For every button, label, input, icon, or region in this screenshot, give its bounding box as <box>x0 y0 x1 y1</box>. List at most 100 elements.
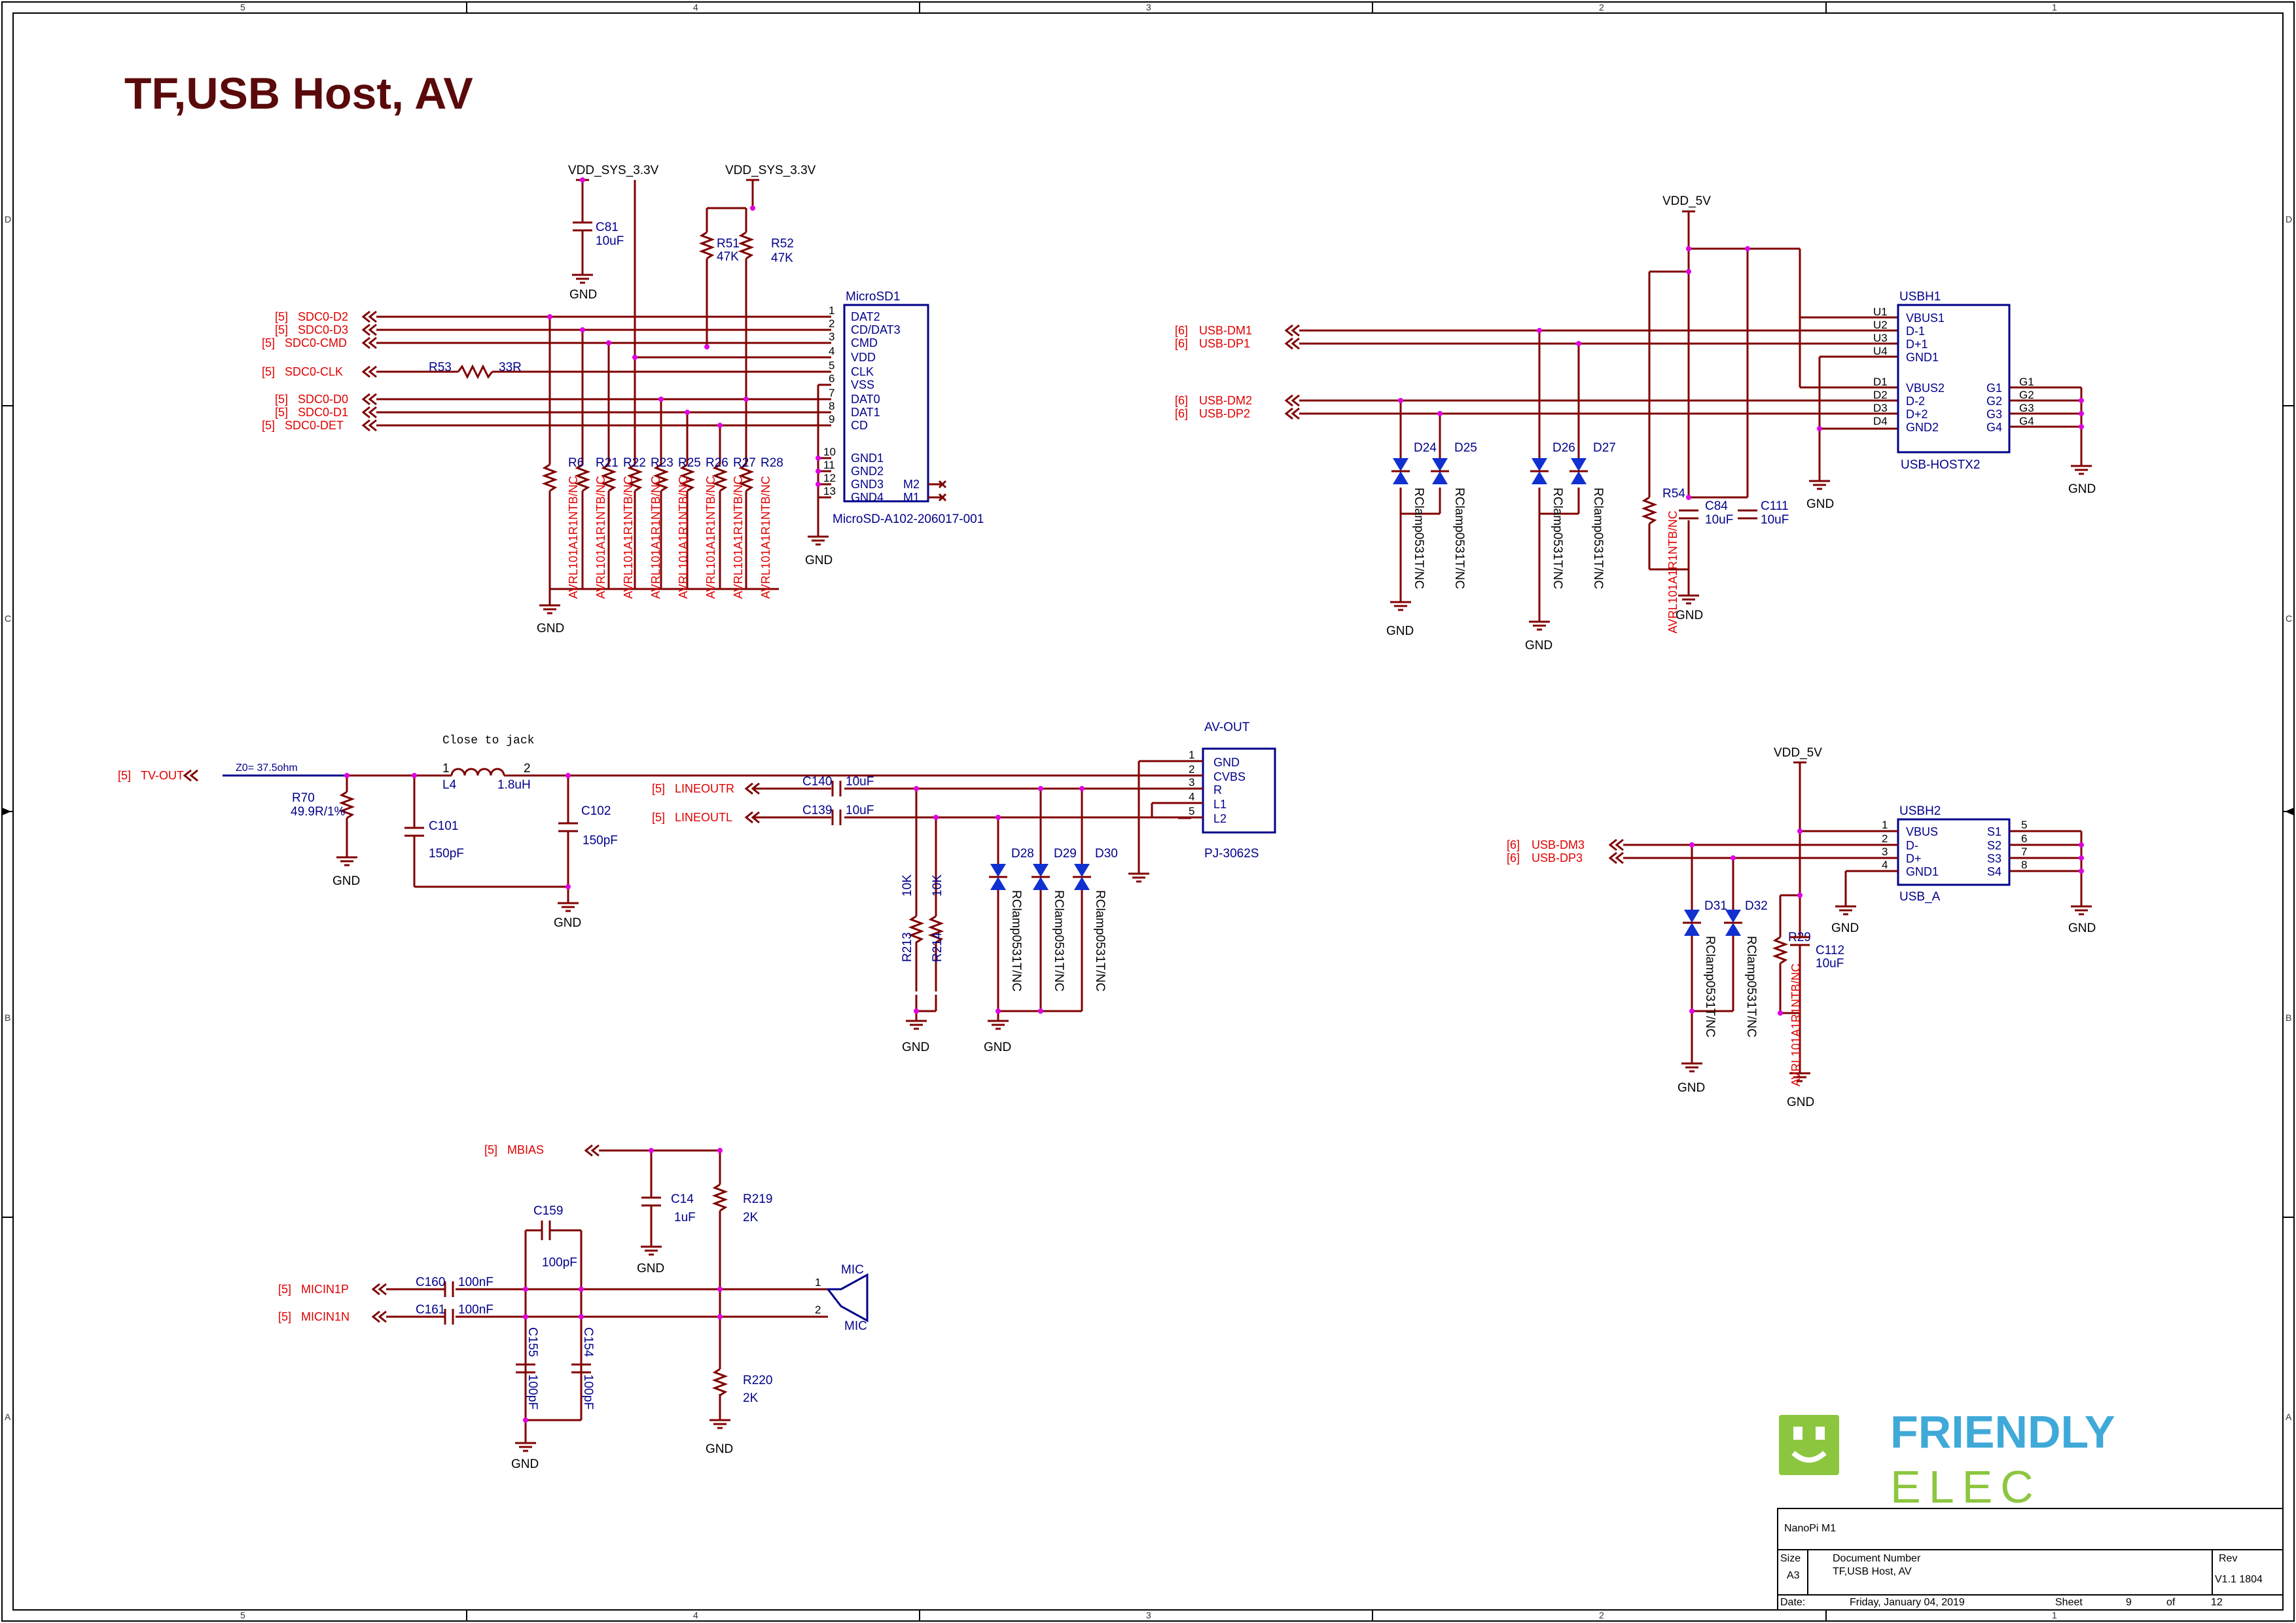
junction-dot <box>547 314 552 319</box>
microsd-section: VDD_SYS_3.3V VDD_SYS_3.3V C81 10uF GND R… <box>262 164 984 635</box>
col-label: 4 <box>693 2 698 12</box>
pin-number: 3 <box>829 330 834 343</box>
net-label: SDC0-D0 <box>298 393 348 406</box>
junction-dot <box>2079 855 2084 861</box>
of-label: of <box>2166 1597 2176 1608</box>
pin-name: VBUS2 <box>1906 382 1945 395</box>
pin-number: 1 <box>815 1276 821 1289</box>
gnd-label: GND <box>902 1041 929 1054</box>
microphone-icon <box>825 1273 869 1323</box>
pin-number: 1 <box>442 762 450 776</box>
pin-number: 2 <box>524 762 531 776</box>
value-label: 10uF <box>846 804 874 817</box>
value-label: 100pF <box>526 1374 539 1410</box>
net-label: MICIN1N <box>301 1310 350 1323</box>
part-label: RClamp0531T/NC <box>1009 890 1023 991</box>
part-label: AVRL101A1R1NTB/NC <box>622 476 635 599</box>
junction-dot <box>2079 868 2084 874</box>
pin-number: 13 <box>823 485 836 497</box>
pin-number: 5 <box>1189 805 1194 817</box>
pin-name: S2 <box>1987 839 2001 852</box>
junction-dot <box>704 344 709 349</box>
ref-label: L4 <box>442 778 457 792</box>
net-label: USB-DP1 <box>1199 337 1250 350</box>
value-label: 10uF <box>1705 513 1733 527</box>
docnum-label: Document Number <box>1833 1553 1921 1564</box>
junction-dot <box>580 177 585 183</box>
junction-dot <box>1038 1008 1043 1014</box>
junction-dot <box>523 1418 528 1423</box>
part-label: AVRL101A1R1NTB/NC <box>1666 510 1679 633</box>
sheet-label: Sheet <box>2055 1597 2083 1608</box>
pin-number: 6 <box>829 372 834 385</box>
part-label: AVRL101A1R1NTB/NC <box>594 476 607 599</box>
col-label: 1 <box>2052 1610 2057 1620</box>
ref-label: C154 <box>581 1327 595 1357</box>
ref-label: R27 <box>733 456 756 470</box>
pin-name: G4 <box>1986 421 2002 434</box>
net-label: SDC0-CMD <box>285 336 347 349</box>
gnd-label: GND <box>637 1262 664 1275</box>
gnd-label: GND <box>1677 1081 1705 1095</box>
row-label: D <box>5 214 11 224</box>
part-label: AVRL101A1R1NTB/NC <box>649 476 662 599</box>
net-tag: [6] <box>1175 324 1188 337</box>
net-label: TV-OUT <box>141 769 184 782</box>
pin-number: 5 <box>829 359 834 372</box>
junction-dot <box>1817 426 1822 431</box>
pin-number: 2 <box>815 1304 821 1316</box>
part-label: RClamp0531T/NC <box>1052 890 1066 991</box>
net-tag: [5] <box>652 811 665 824</box>
col-label: 2 <box>1599 2 1604 12</box>
gnd-label: GND <box>569 288 597 302</box>
pin-name: CMD <box>851 336 878 349</box>
net-tag: [6] <box>1175 394 1188 407</box>
junction-dot <box>344 773 350 778</box>
ref-label: MIC <box>841 1263 864 1277</box>
part-label: RClamp0531T/NC <box>1744 936 1758 1037</box>
pin-name: VDD <box>851 351 876 364</box>
junction-dot <box>649 1148 654 1153</box>
junction-dot <box>606 340 611 346</box>
value-label: 10uF <box>1761 513 1789 527</box>
esd-resistor <box>574 463 591 492</box>
pin-name: CD/DAT3 <box>851 323 901 336</box>
value-label: 2K <box>743 1211 759 1224</box>
pin-name: CVBS <box>1213 770 1246 783</box>
ref-label: R53 <box>429 361 452 374</box>
junction-dot <box>685 410 690 415</box>
value-label: 2K <box>743 1391 759 1405</box>
col-label: 1 <box>2052 2 2057 12</box>
junction-dot <box>1745 246 1750 251</box>
junction-dot <box>1686 495 1691 500</box>
row-label: A <box>2286 1412 2292 1422</box>
size-value: A3 <box>1787 1570 1800 1581</box>
junction-dot <box>523 1287 528 1292</box>
power-label: VDD_5V <box>1774 746 1822 760</box>
junction-dot <box>1686 269 1691 274</box>
part-label: PJ-3062S <box>1204 847 1259 861</box>
ref-label: R21 <box>596 456 619 470</box>
usb-a-connector <box>1897 818 2011 886</box>
row-label: A <box>5 1412 11 1422</box>
pin-number: D4 <box>1873 415 1888 427</box>
value-label: 100pF <box>581 1374 595 1410</box>
value-label: 1uF <box>674 1211 696 1224</box>
junction-dot <box>1537 328 1542 333</box>
row-label: C <box>5 613 11 624</box>
pin-name: D-2 <box>1906 395 1925 408</box>
gnd-label: GND <box>2068 482 2096 496</box>
net-tag: [6] <box>1175 407 1188 420</box>
ref-label: C101 <box>429 819 458 833</box>
esd-resistor <box>600 463 617 492</box>
junction-dot <box>1689 842 1695 847</box>
net-tag: [5] <box>275 406 288 419</box>
net-tag: [5] <box>262 419 275 432</box>
ref-label: D26 <box>1552 441 1575 455</box>
junction-dot <box>717 1314 723 1319</box>
row-label: C <box>2286 613 2292 624</box>
pin-name: D+2 <box>1906 408 1928 421</box>
part-label: MIC <box>844 1319 867 1333</box>
